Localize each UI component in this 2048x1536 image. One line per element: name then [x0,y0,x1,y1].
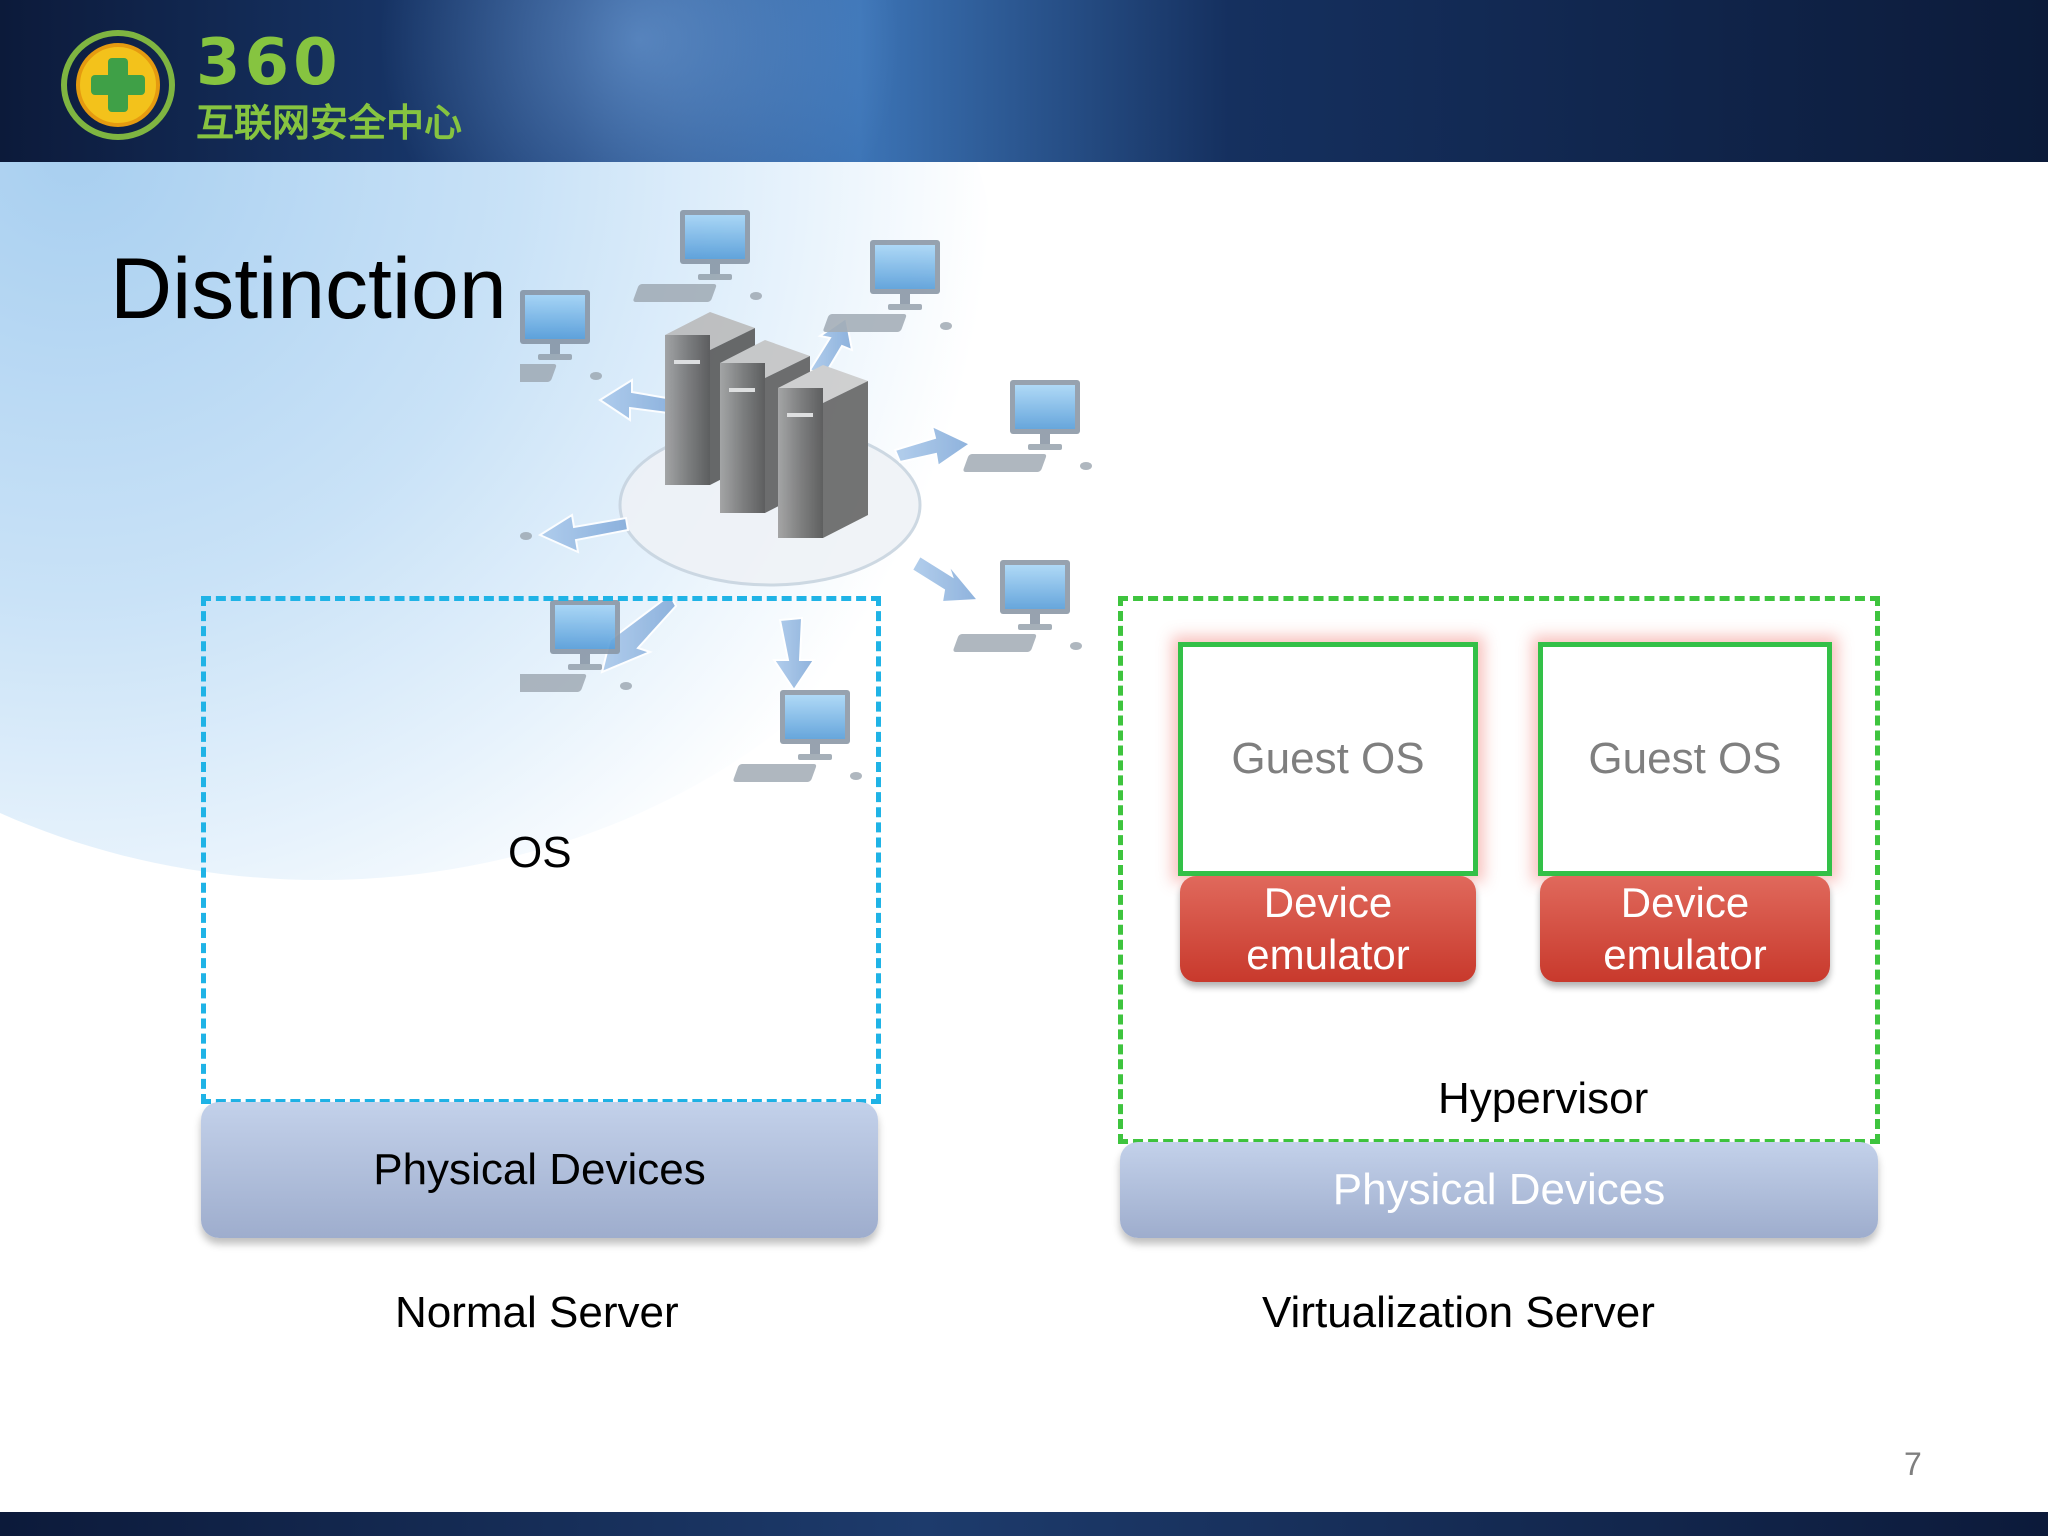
guest-os-label: Guest OS [1588,734,1782,783]
logo-number: 360 [196,26,342,100]
guest-os-box: Guest OS [1538,642,1832,876]
guest-os-box: Guest OS [1178,642,1478,876]
footer-band [0,1512,2048,1536]
hypervisor-label: Hypervisor [1438,1074,1649,1123]
device-emulator-label: Device emulator [1246,879,1410,978]
virtualization-server-caption: Virtualization Server [1262,1288,1655,1337]
network-illustration [520,210,1092,782]
normal-server-caption: Normal Server [395,1288,679,1337]
page-number: 7 [1904,1446,1922,1482]
virtualization-physical-devices-layer: Physical Devices [1120,1142,1878,1238]
device-emulator-box: Device emulator [1540,876,1830,982]
header-band [0,0,2048,162]
physical-devices-label: Physical Devices [1332,1165,1666,1214]
normal-physical-devices-layer: Physical Devices [201,1102,878,1238]
device-emulator-label: Device emulator [1603,879,1767,978]
hypervisor-frame [1118,596,1880,1144]
slide-title: Distinction [110,241,507,337]
device-emulator-box: Device emulator [1180,876,1476,982]
bidirectional-arrow-icon [537,316,981,692]
plus-shield-emblem-icon [61,30,175,140]
guest-os-label: Guest OS [1231,734,1425,783]
os-layer-label: OS [508,828,572,877]
server-cluster-icon [665,312,868,538]
physical-devices-label: Physical Devices [373,1145,706,1194]
normal-server-os-frame [201,596,881,1104]
logo: 360 互联网安全中心 [60,26,580,145]
logo-subtitle: 互联网安全中心 [196,101,463,145]
